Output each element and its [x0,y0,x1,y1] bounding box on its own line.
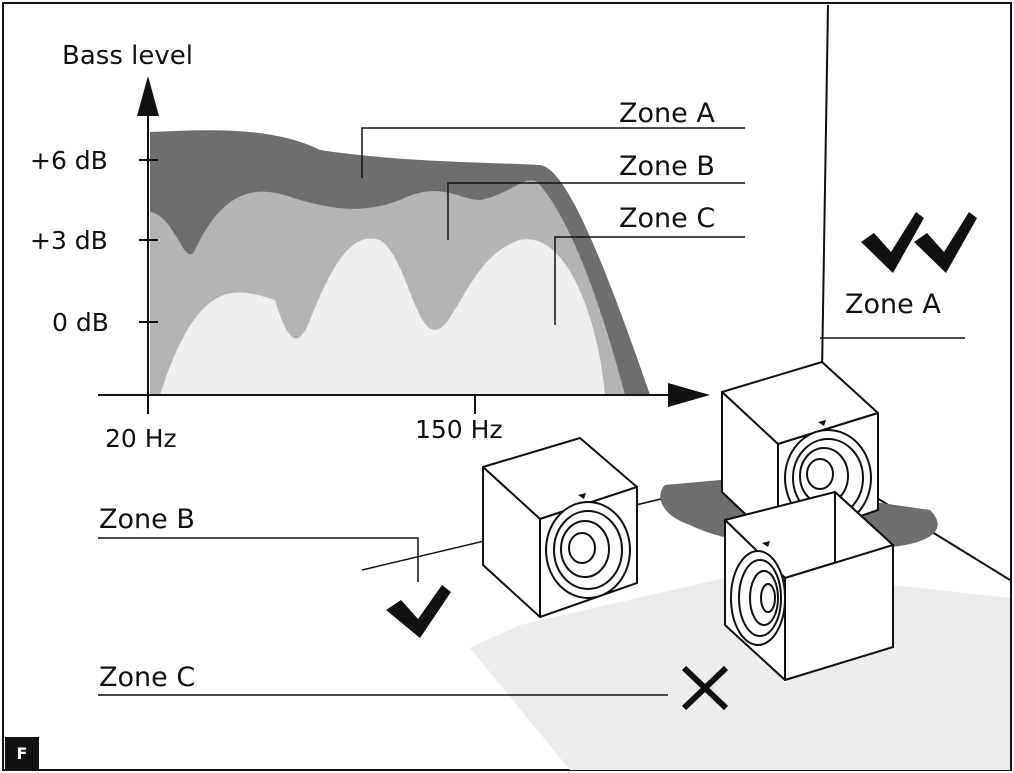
y-tick-label: +6 dB [30,146,108,175]
x-tick-label: 20 Hz [105,424,177,453]
placement-label-zone-a: Zone A [845,289,941,320]
callout-line-zone-b [447,182,745,240]
speaker-logo-icon [578,493,586,499]
speaker-logo-icon [762,541,770,547]
x-tick-label: 150 Hz [415,415,503,444]
figure-tag: F [5,737,39,769]
x-axis-arrow-icon [668,383,710,407]
check-icon [386,585,451,638]
speaker-logo-icon [818,420,826,426]
woofer-dustcap [806,458,834,490]
curve-label-zone-c: Zone C [619,203,715,234]
y-axis-title: Bass level [62,41,193,71]
y-tick-label: 0 dB [52,308,109,337]
double-check-icon [861,212,977,273]
curve-callouts: Zone A Zone B Zone C [361,98,745,325]
chart-axes: Bass level +6 dB +3 dB 0 dB 20 Hz 150 Hz [30,41,710,453]
check-mark-2 [914,212,977,273]
bass-response-chart [150,130,650,395]
callout-line-zone-c [554,236,745,325]
y-axis-arrow-icon [137,76,159,116]
cross-stroke [681,665,729,711]
subwoofer-zone-b [482,437,638,618]
subwoofer-zone-c [724,491,894,681]
curve-label-zone-b: Zone B [619,151,715,182]
curve-label-zone-a: Zone A [619,98,715,129]
room-corner-line [821,4,829,373]
placement-callouts: Zone A Zone B Zone C [98,289,965,696]
cross-icon [681,665,729,711]
callout-line-zone-b [98,537,419,582]
y-tick-label: +3 dB [30,226,108,255]
woofer-dustcap [760,583,776,613]
speaker-right [784,544,894,681]
woofer-dustcap [568,532,596,564]
placement-label-zone-c: Zone C [99,662,195,693]
check-mark-1 [861,212,924,273]
zone-c-curve [160,238,605,395]
callout-line-zone-a [361,127,745,178]
placement-label-zone-b: Zone B [99,504,195,535]
